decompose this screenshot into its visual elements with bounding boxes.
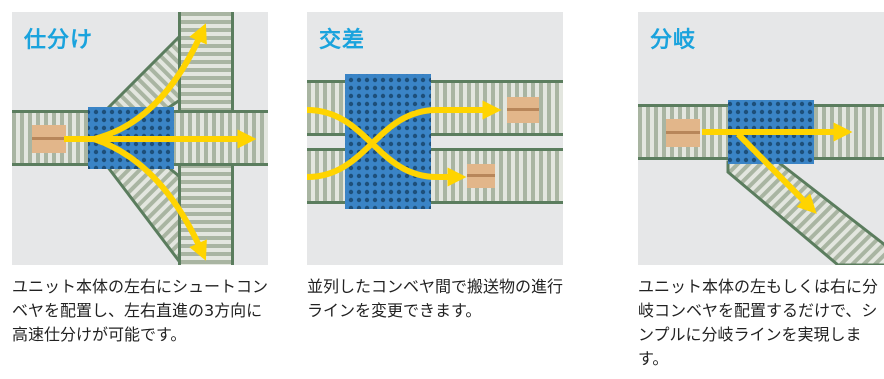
branching-illustration: 分岐: [638, 12, 884, 265]
panel-title: 分岐: [650, 28, 697, 53]
panel-description: ユニット本体の左もしくは右に分岐コンベヤを配置するだけで、シンプルに分岐ラインを…: [638, 277, 879, 368]
branch-belt: [726, 160, 884, 265]
sorting-illustration: 仕分け: [12, 12, 268, 265]
crossing-illustration: 交差: [307, 12, 563, 265]
panel-title: 仕分け: [24, 28, 94, 53]
arrow-branch: [735, 131, 817, 214]
crossing-unit: [345, 74, 431, 209]
panel-description: 並列したコンベヤ間で搬送物の進行ラインを変更できます。: [307, 277, 564, 320]
panel-sorting: 仕分け ユニット本体の左右にシュートコンベヤを配置し、左右直進の3方向に高速仕分…: [12, 12, 268, 347]
sorting-diagram: [12, 12, 268, 265]
crossing-diagram: [307, 74, 563, 209]
arrow-cross-down: [307, 107, 467, 187]
arrow-down: [93, 136, 207, 261]
arrow-up: [93, 23, 207, 142]
arrow-cross-up: [307, 100, 502, 180]
panel-branching: 分岐 ユニット本体の左もしくは右に分岐コンベヤを配置するだけで、シンプルに分岐ラ…: [638, 12, 884, 371]
branching-diagram: [638, 100, 884, 265]
panel-description: ユニット本体の左右にシュートコンベヤを配置し、左右直進の3方向に高速仕分けが可能…: [12, 277, 269, 344]
panel-crossing: 交差 並列したコンベヤ間で搬送物の進行ラインを変更できます。: [307, 12, 563, 323]
panel-title: 交差: [319, 28, 366, 53]
